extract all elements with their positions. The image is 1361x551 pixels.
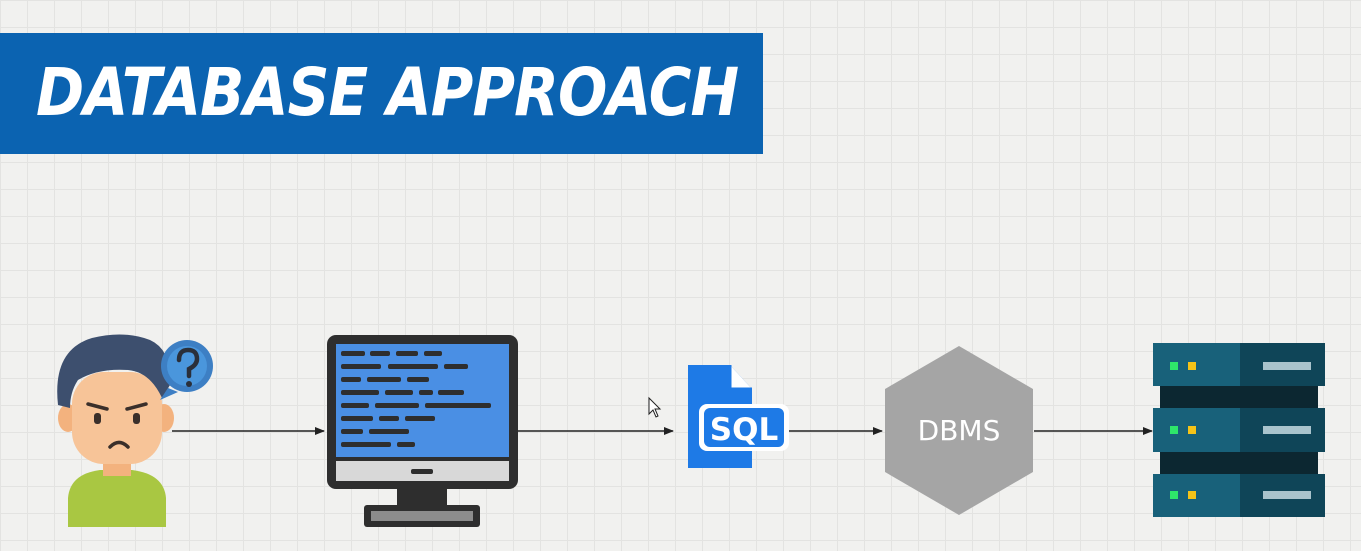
hexagon-icon: DBMS — [885, 346, 1033, 515]
computer-monitor-icon — [327, 335, 518, 527]
confused-user-icon — [57, 334, 174, 527]
database-server-icon — [1153, 343, 1325, 517]
title-banner: DATABASE APPROACH — [0, 33, 763, 154]
code-lines — [341, 351, 491, 447]
sql-label: SQL — [710, 412, 778, 448]
page-title: DATABASE APPROACH — [36, 54, 739, 131]
sql-file-icon: SQL — [688, 365, 789, 468]
question-mark-icon — [160, 340, 213, 400]
dbms-label: DBMS — [918, 414, 1001, 447]
mouse-cursor-icon — [648, 396, 662, 418]
dbms-hexagon — [885, 346, 1033, 515]
